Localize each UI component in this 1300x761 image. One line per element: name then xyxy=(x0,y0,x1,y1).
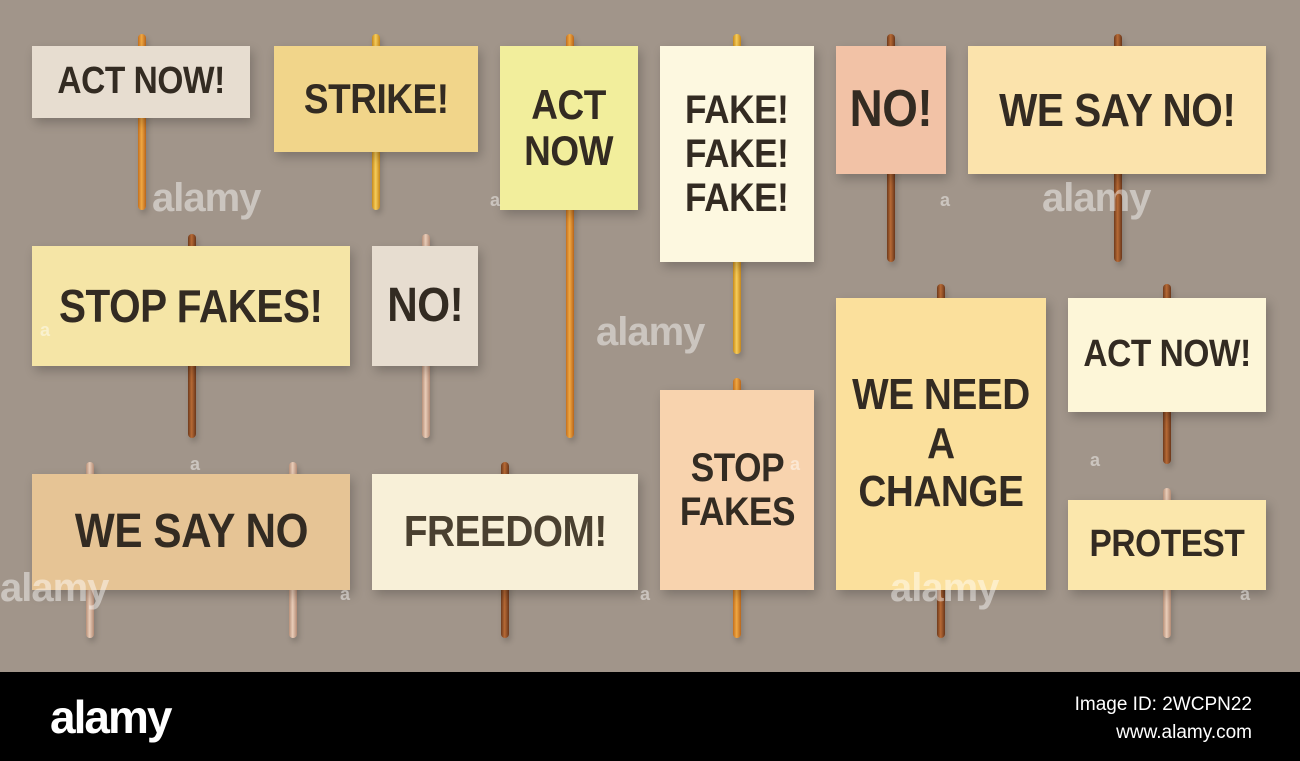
sign-act-now: ACT NOW! xyxy=(1068,298,1266,412)
image-id: Image ID: 2WCPN22 xyxy=(1074,694,1252,715)
watermark: alamy xyxy=(890,566,999,610)
sign-text: PROTEST xyxy=(1089,523,1245,566)
site-url: www.alamy.com xyxy=(1116,722,1252,743)
sign-no: NO! xyxy=(372,246,478,366)
watermark-glyph: a xyxy=(490,190,501,210)
footer-bar: alamy Image ID: 2WCPN22 www.alamy.com xyxy=(0,672,1300,761)
watermark-glyph: a xyxy=(640,584,651,604)
sign-text: ACT NOW xyxy=(524,80,614,174)
sign-act-now: ACT NOW xyxy=(500,46,638,210)
sign-text: ACT NOW! xyxy=(1083,333,1251,376)
sign-text: FREEDOM! xyxy=(403,506,607,556)
sign-text: WE SAY NO xyxy=(74,504,308,558)
sign-no: NO! xyxy=(836,46,946,174)
watermark-glyph: a xyxy=(190,454,201,474)
sign-strike: STRIKE! xyxy=(274,46,478,152)
watermark-glyph: a xyxy=(40,320,51,340)
alamy-logo: alamy xyxy=(50,691,172,743)
sign-text: STOP FAKES xyxy=(679,446,795,534)
watermark-glyph: a xyxy=(940,190,951,210)
stick xyxy=(138,34,146,210)
sign-text: STRIKE! xyxy=(303,74,449,122)
sign-text: FAKE! FAKE! FAKE! xyxy=(685,88,789,220)
sign-act-now: ACT NOW! xyxy=(32,46,250,118)
protest-signs-scene: ACT NOW! STRIKE! ACT NOW FAKE! FAKE! FAK… xyxy=(0,34,1266,638)
sign-stop-fakes: STOP FAKES! xyxy=(32,246,350,366)
watermark: alamy xyxy=(0,566,109,610)
sign-we-say-no: WE SAY NO xyxy=(32,474,350,590)
watermark: alamy xyxy=(596,310,705,354)
sign-fake: FAKE! FAKE! FAKE! xyxy=(660,46,814,262)
watermark-glyph: a xyxy=(1240,584,1251,604)
sign-text: ACT NOW! xyxy=(57,60,225,103)
sign-text: NO! xyxy=(386,278,464,332)
sign-freedom: FREEDOM! xyxy=(372,474,638,590)
watermark: alamy xyxy=(1042,176,1151,220)
sign-stop-fakes: STOP FAKES xyxy=(660,390,814,590)
sign-text: WE SAY NO! xyxy=(998,83,1236,136)
watermark: alamy xyxy=(152,176,261,220)
stick xyxy=(566,34,574,438)
sign-text: WE NEED A CHANGE xyxy=(852,370,1030,517)
watermark-glyph: a xyxy=(790,454,801,474)
sign-protest: PROTEST xyxy=(1068,500,1266,590)
watermark-glyph: a xyxy=(340,584,351,604)
sign-text: STOP FAKES! xyxy=(59,279,323,332)
sign-we-need-a-change: WE NEED A CHANGE xyxy=(836,298,1046,590)
watermark-glyph: a xyxy=(1090,450,1101,470)
sign-we-say-no: WE SAY NO! xyxy=(968,46,1266,174)
sign-text: NO! xyxy=(849,80,933,139)
